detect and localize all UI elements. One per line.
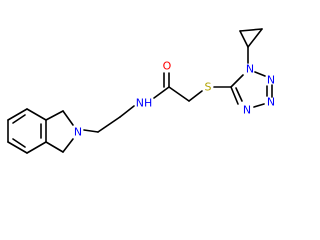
molecule-structure-diagram: N N N N S O NH N [7, 28, 275, 154]
benzene-double-3 [12, 138, 26, 148]
tetrazole-n4-n3-bond [253, 103, 265, 108]
benzene-c7a-c7-bond [26, 108, 47, 121]
tetrazole-n3-label: N [267, 96, 275, 109]
carbonyl-nh-bond [153, 86, 170, 99]
cyclopropyl-bond-1 [239, 28, 263, 32]
amide-nh-label: NH [136, 97, 153, 110]
isoindoline-n-c1-bond [62, 110, 74, 126]
atom-label-layer: N N N N S O NH N [74, 60, 275, 139]
benzene-double-2 [12, 114, 26, 124]
isoindoline-n-label: N [74, 126, 82, 139]
tetrazole-n4-label: N [243, 104, 251, 117]
benzene-c4-c3a-bond [26, 141, 47, 154]
cyclopropyl-bond-2 [247, 28, 263, 48]
isoindoline-c3-c3a-bond [45, 141, 64, 153]
cyclopropyl-bond-3 [239, 30, 249, 48]
ch2-ch2-bond [97, 116, 121, 133]
tetrazole-n1-label: N [246, 63, 254, 76]
bond-layer [7, 28, 273, 154]
ch2-carbonyl-bond [168, 86, 190, 102]
benzene-c5-c4-bond [7, 141, 28, 154]
ch2-isoindoline-n-bond [83, 129, 99, 133]
thioether-s-label: S [205, 81, 212, 94]
isoindoline-c1-c7a-bond [45, 110, 64, 121]
isoindoline-n-c3-bond [62, 138, 74, 153]
tetrazole-n2-label: N [267, 74, 275, 87]
benzene-c7-c6-bond [7, 108, 28, 121]
s-ch2-bond [188, 90, 203, 102]
tetrazole-c5-n4-bond [230, 86, 239, 105]
tetrazole-c5-n4-double [235, 87, 243, 102]
nh-ch2-bond [119, 105, 135, 118]
tetrazole-n2-n1-bond [254, 71, 266, 77]
tetrazole-n1-c5-bond [230, 74, 244, 88]
carbonyl-o-label: O [163, 60, 172, 73]
